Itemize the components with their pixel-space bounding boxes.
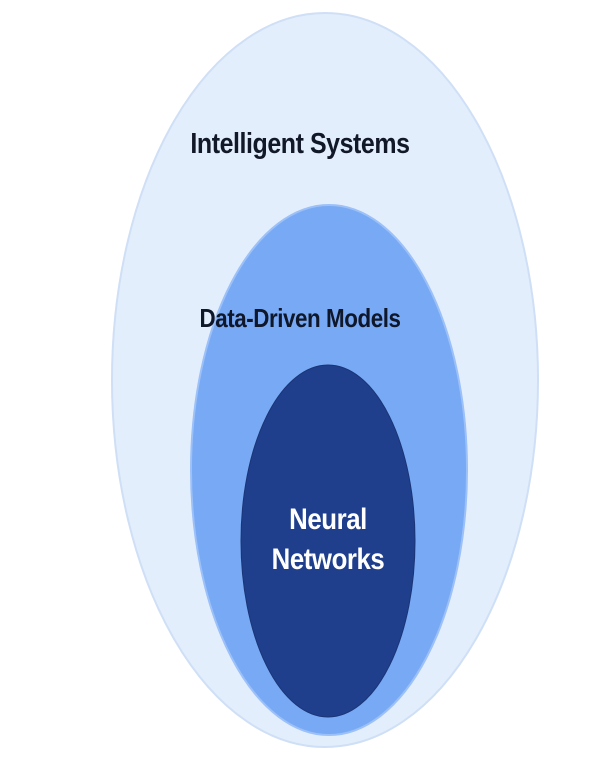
label-neural-line1: Neural [289,503,367,536]
label-neural-line2: Networks [271,543,385,576]
label-data-driven-models: Data-Driven Models [199,303,401,333]
label-intelligent-systems: Intelligent Systems [190,128,410,160]
label-neural-networks: Neural Networks [242,500,414,580]
ellipse-neural-networks [240,364,416,718]
